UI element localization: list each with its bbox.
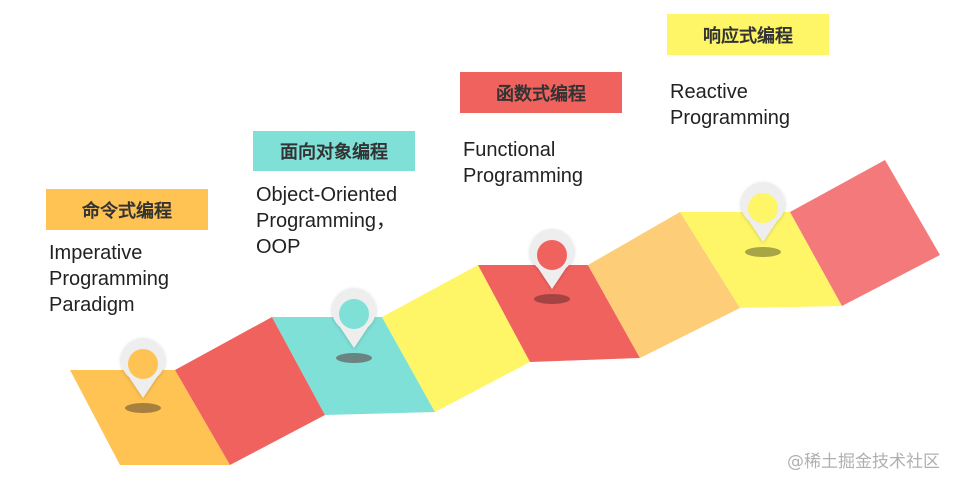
stage-tag-oop: 面向对象编程 [253,131,415,171]
desc-line: Imperative [49,242,143,264]
watermark: @稀土掘金技术社区 [787,452,940,472]
location-pin-icon [741,182,785,257]
stair-segment-imperative [70,370,230,465]
desc-line: Programming， [256,210,397,232]
desc-line: Reactive [670,81,748,103]
desc-line: Paradigm [49,294,135,316]
stair-segment-connector-2 [382,265,530,412]
stage-tag-reactive: 响应式编程 [667,14,829,55]
stair-segment-oop [272,317,435,415]
stair-segment-end [790,160,940,306]
desc-line: Programming [49,268,170,290]
location-pin-icon [332,288,376,363]
stage-desc-imperative: Imperative Programming Paradigm [49,240,169,318]
desc-line: Functional [463,139,556,161]
stage-tag-imperative: 命令式编程 [46,189,208,230]
desc-line: Object-Oriented [256,184,398,206]
desc-line: OOP [256,236,301,258]
stage-desc-functional: Functional Programming [463,137,583,189]
desc-line: Programming [463,165,584,187]
desc-line: Programming [670,107,791,129]
stair-segment-connector-3 [588,212,740,358]
stair-segment-connector-1 [175,317,325,465]
stair-segment-reactive [680,212,842,308]
location-pin-icon [530,229,574,304]
stage-desc-oop: Object-Oriented Programming， OOP [256,182,397,260]
stage-desc-reactive: Reactive Programming [670,79,790,131]
location-pin-icon [120,338,165,413]
stage-tag-functional: 函数式编程 [460,72,622,113]
stair-segment-functional [478,265,640,362]
